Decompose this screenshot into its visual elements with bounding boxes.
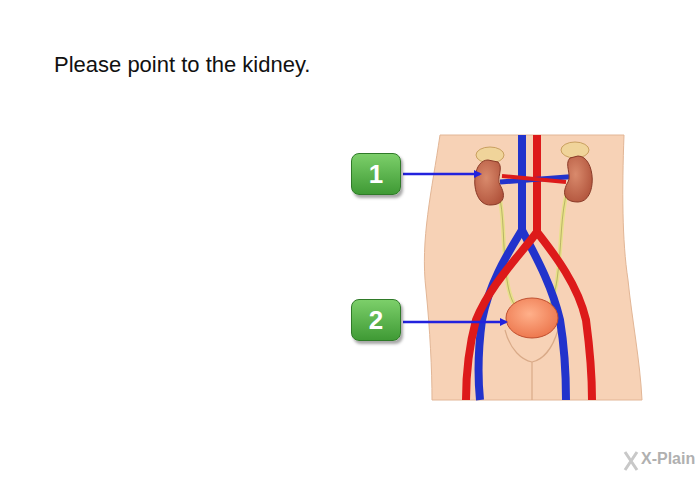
callout-number: 1 xyxy=(369,161,383,187)
callout-number: 2 xyxy=(369,307,383,333)
callout-box: 1 xyxy=(351,153,401,195)
page-title: Please point to the kidney. xyxy=(54,52,310,78)
watermark: X-Plain xyxy=(641,450,695,468)
callout-box: 2 xyxy=(351,299,401,341)
